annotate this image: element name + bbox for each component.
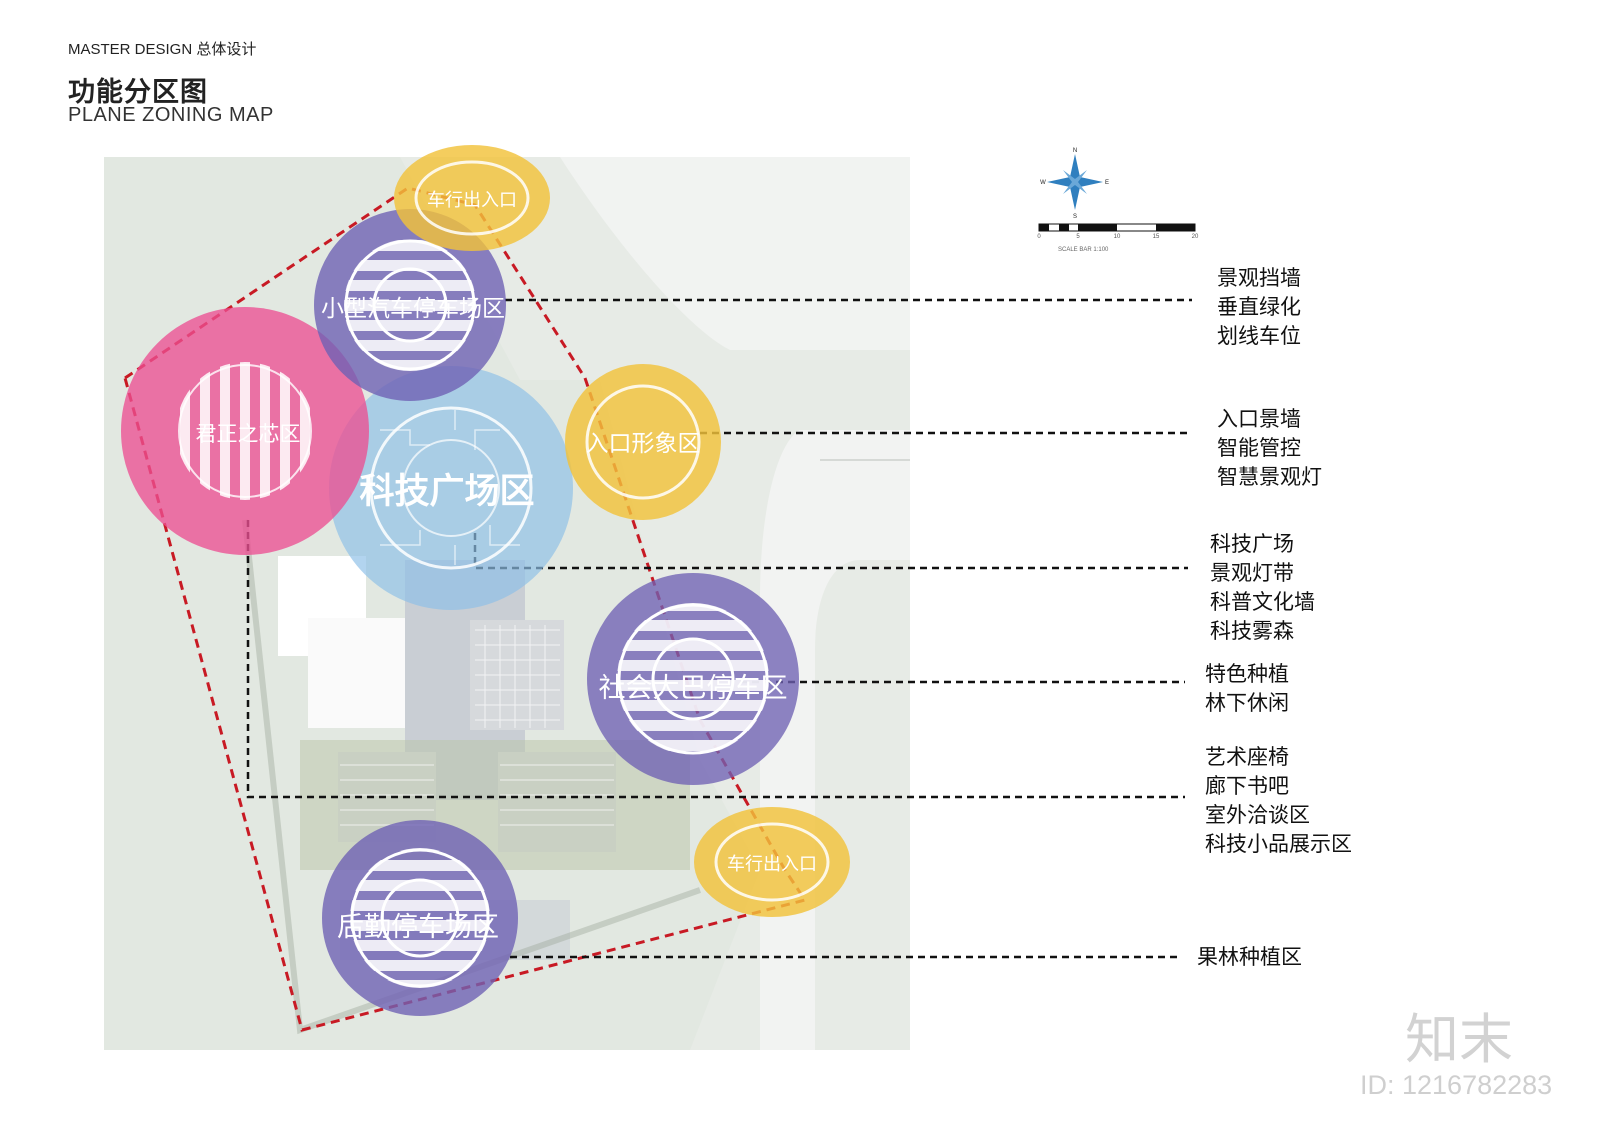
- zone-tech-plaza: [329, 366, 573, 610]
- zone-entry-bottom: [694, 807, 850, 917]
- watermark-id: ID: 1216782283: [1360, 1070, 1553, 1100]
- legend-item: 景观挡墙: [1217, 266, 1301, 290]
- legend-item: 科技雾森: [1210, 619, 1294, 643]
- zone-labels: 车行出入口 小型汽车停车场区 君正之芯区 科技广场区 入口形象区 社会大巴停车区…: [196, 190, 818, 943]
- page-title: 功能分区图: [68, 77, 208, 108]
- legend-item: 智能管控: [1217, 436, 1301, 460]
- scale-caption: SCALE BAR 1:100: [1058, 247, 1109, 253]
- header-small: MASTER DESIGN 总体设计: [68, 41, 257, 58]
- label-entry-top: 车行出入口: [427, 190, 517, 211]
- legend-item: 廊下书吧: [1205, 774, 1289, 798]
- zone-entrance-image: [565, 364, 721, 520]
- compass-n: N: [1073, 148, 1077, 154]
- legend-group-logistics: 果林种植区: [1197, 943, 1302, 972]
- legend-item: 林下休闲: [1205, 691, 1289, 715]
- legend-item: 划线车位: [1217, 324, 1301, 348]
- legend-item: 特色种植: [1205, 662, 1289, 686]
- legend-item: 室外洽谈区: [1205, 803, 1310, 827]
- label-bus-parking: 社会大巴停车区: [599, 673, 788, 704]
- legend-item: 入口景墙: [1217, 407, 1301, 431]
- label-entry-bottom: 车行出入口: [727, 854, 817, 875]
- legend-item: 科普文化墙: [1210, 590, 1315, 614]
- scale-tick-20: 20: [1192, 234, 1199, 240]
- zone-logistics-parking: [322, 820, 518, 1016]
- zones: [121, 145, 850, 1016]
- scale-tick-10: 10: [1114, 234, 1121, 240]
- scale-bar: 0 5 10 15 20: [1037, 223, 1199, 240]
- label-small-parking: 小型汽车停车场区: [321, 296, 505, 322]
- label-core: 君正之芯区: [196, 422, 301, 446]
- legend-group-small-parking: 景观挡墙 垂直绿化 划线车位: [1217, 264, 1301, 351]
- legend-item: 景观灯带: [1210, 561, 1294, 585]
- compass-icon: N E S W: [1040, 148, 1109, 220]
- scale-tick-5: 5: [1076, 234, 1080, 240]
- zone-bus-parking: [587, 573, 799, 785]
- legend-item: 科技小品展示区: [1205, 832, 1352, 856]
- zone-core: [121, 307, 369, 555]
- legend-group-bus-parking: 特色种植 林下休闲: [1205, 660, 1289, 718]
- legend-item: 科技广场: [1210, 532, 1294, 556]
- legend-group-core: 艺术座椅 廊下书吧 室外洽谈区 科技小品展示区: [1205, 743, 1352, 859]
- label-tech-plaza: 科技广场区: [359, 472, 534, 512]
- page-subtitle: PLANE ZONING MAP: [68, 104, 274, 126]
- legend-item: 智慧景观灯: [1217, 465, 1322, 489]
- legend-item: 果林种植区: [1197, 945, 1302, 969]
- scale-tick-0: 0: [1037, 234, 1041, 240]
- legend-group-tech-plaza: 科技广场 景观灯带 科普文化墙 科技雾森: [1210, 530, 1315, 646]
- watermark-brand: 知末: [1405, 1008, 1513, 1071]
- compass-e: E: [1105, 180, 1109, 186]
- compass-s: S: [1073, 214, 1077, 220]
- leader-lines: [246, 298, 1192, 959]
- compass-w: W: [1040, 180, 1046, 186]
- legend-item: 艺术座椅: [1205, 745, 1289, 769]
- legend-item: 垂直绿化: [1217, 295, 1301, 319]
- zone-entry-top: [394, 145, 550, 251]
- legend-group-entrance: 入口景墙 智能管控 智慧景观灯: [1217, 405, 1322, 492]
- label-logistics-parking: 后勤停车场区: [337, 912, 499, 943]
- zone-small-parking: [314, 209, 506, 401]
- scale-tick-15: 15: [1153, 234, 1160, 240]
- label-entrance-image: 入口形象区: [586, 431, 701, 457]
